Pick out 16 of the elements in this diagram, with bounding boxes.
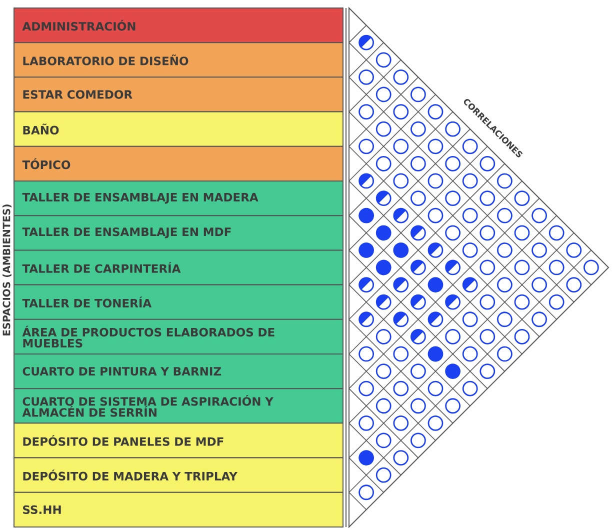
space-row: TALLER DE ENSAMBLAJE EN MDF <box>14 215 344 251</box>
space-row: CUARTO DE SISTEMA DE ASPIRACIÓN Y ALMACÉN DE SERRÍN <box>14 388 344 424</box>
space-row: ESTAR COMEDOR <box>14 76 344 112</box>
space-row: LABORATORIO DE DISEÑO <box>14 42 344 78</box>
space-row: DEPÓSITO DE PANELES DE MDF <box>14 422 344 458</box>
space-row: CUARTO DE PINTURA Y BARNIZ <box>14 353 344 390</box>
space-row: TALLER DE CARPINTERÍA <box>14 250 344 286</box>
space-row: ADMINISTRACIÓN <box>14 8 344 44</box>
axis-title: ESPACIOS (AMBIENTES) <box>2 204 12 336</box>
space-row: TALLER DE TONERÍA <box>14 284 344 320</box>
space-row: TALLER DE ENSAMBLAJE EN MADERA <box>14 180 344 216</box>
space-row: DEPÓSITO DE MADERA Y TRIPLAY <box>14 457 344 493</box>
space-row: SS.HH <box>14 492 344 528</box>
space-row: TÓPICO <box>14 146 344 182</box>
space-row: ÁREA DE PRODUCTOS ELABORADOS DE MUEBLES <box>14 318 344 354</box>
space-row: BAÑO <box>14 111 344 147</box>
